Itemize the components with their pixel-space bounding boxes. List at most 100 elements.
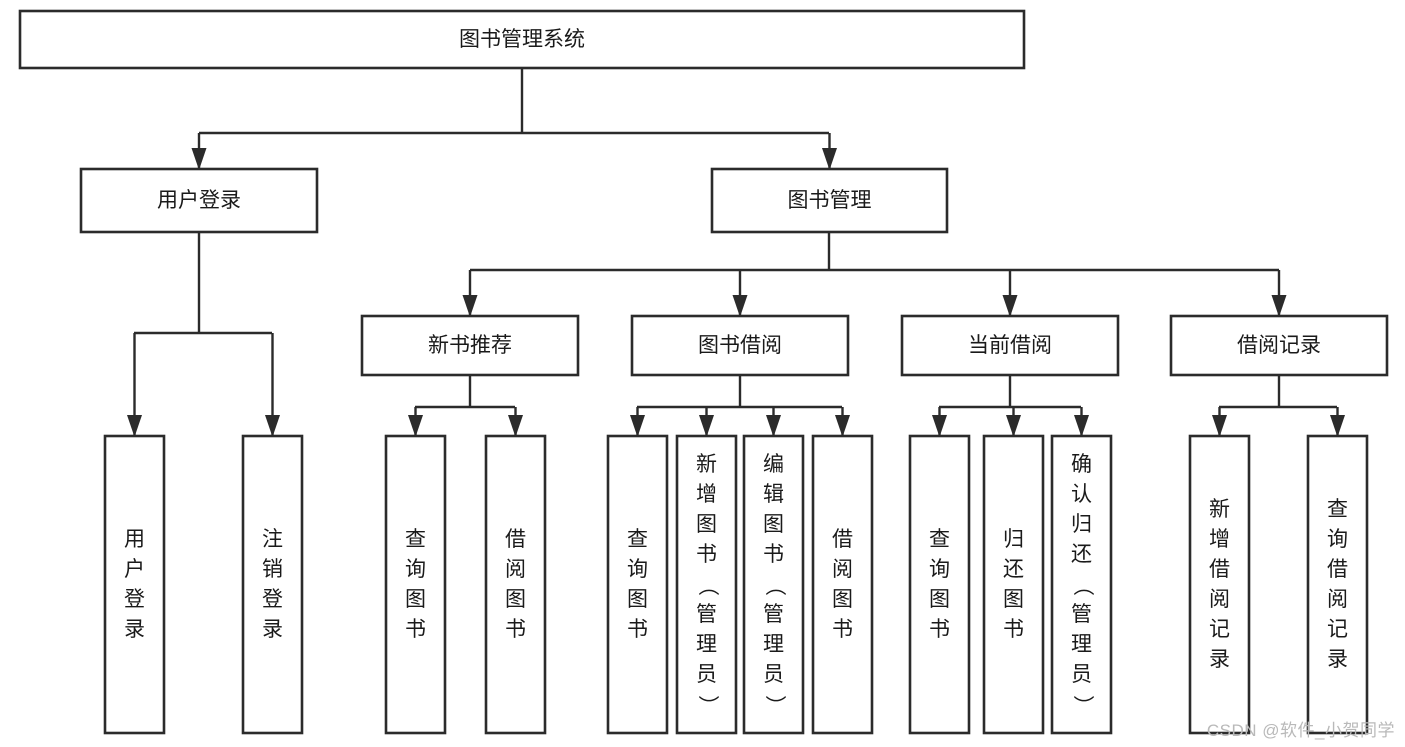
node-borrow_record[interactable]: 借阅记录 [1169, 314, 1389, 377]
arrow-head-icon [191, 148, 207, 170]
node-box-leaf_add_record[interactable] [1188, 434, 1251, 735]
node-label-char: 查 [1327, 498, 1348, 521]
node-label-char: 管 [763, 603, 784, 626]
node-label-char: 员 [1071, 663, 1092, 686]
node-label-char: 书 [696, 543, 717, 566]
node-label-char: 阅 [832, 558, 853, 581]
node-leaf_borrow_book_1[interactable]: 借阅图书借阅图书 [484, 434, 547, 735]
node-label-char: 辑 [763, 483, 784, 506]
arrow-head-icon [1271, 295, 1287, 317]
node-box-book_manage[interactable] [710, 167, 949, 234]
connector-group [415, 375, 515, 409]
edge-book_borrow-to-leaf_add_book [699, 407, 714, 437]
node-leaf_add_record[interactable]: 新增借阅记录新增借阅记录 [1188, 434, 1251, 735]
node-label-char: 图 [929, 588, 950, 611]
node-box-leaf_logout[interactable] [241, 434, 304, 735]
node-box-leaf_confirm_return[interactable] [1050, 434, 1113, 735]
node-leaf_query_book_2[interactable]: 查询图书查询图书 [606, 434, 669, 735]
node-label-char: 录 [1327, 648, 1348, 671]
arrow-head-icon [766, 415, 781, 437]
node-box-leaf_edit_book[interactable] [742, 434, 805, 735]
node-label-char: 增 [1209, 528, 1230, 551]
node-label-char: 理 [696, 633, 717, 656]
arrow-head-icon [408, 415, 423, 437]
node-label-char: 书 [405, 618, 426, 641]
node-box-leaf_borrow_book_2[interactable] [811, 434, 874, 735]
node-label-char: ） [1071, 695, 1094, 716]
node-label-char: 书 [929, 618, 950, 641]
node-current_borrow[interactable]: 当前借阅 [900, 314, 1120, 377]
node-box-leaf_query_book_1[interactable] [384, 434, 447, 735]
node-book_manage[interactable]: 图书管理 [710, 167, 949, 234]
node-box-current_borrow[interactable] [900, 314, 1120, 377]
node-box-leaf_query_record[interactable] [1306, 434, 1369, 735]
arrow-head-icon [699, 415, 714, 437]
node-box-leaf_query_book_3[interactable] [908, 434, 971, 735]
node-leaf_borrow_book_2[interactable]: 借阅图书借阅图书 [811, 434, 874, 735]
node-label-char: 书 [1003, 618, 1024, 641]
node-label-char: 查 [627, 528, 648, 551]
arrow-head-icon [732, 295, 748, 317]
arrow-head-icon [932, 415, 947, 437]
node-box-leaf_return_book[interactable] [982, 434, 1045, 735]
node-book_borrow[interactable]: 图书借阅 [630, 314, 850, 377]
arrow-head-icon [1006, 415, 1021, 437]
arrow-head-icon [1212, 415, 1227, 437]
node-box-borrow_record[interactable] [1169, 314, 1389, 377]
node-label-char: 员 [696, 663, 717, 686]
node-box-new_book_rec[interactable] [360, 314, 580, 377]
node-label-char: 员 [763, 663, 784, 686]
node-label-char: 录 [262, 618, 283, 641]
edge-user_login-to-leaf_logout [265, 333, 280, 437]
node-label-char: 借 [505, 528, 526, 551]
node-box-user_login[interactable] [79, 167, 319, 234]
node-leaf_query_record[interactable]: 查询借阅记录查询借阅记录 [1306, 434, 1369, 735]
node-label-char: 归 [1071, 513, 1092, 536]
node-leaf_user_login[interactable]: 用户登录用户登录 [103, 434, 166, 735]
node-label-char: 借 [832, 528, 853, 551]
arrow-head-icon [1074, 415, 1089, 437]
node-label-user_login: 用户登录 [157, 189, 241, 212]
node-label-char: 查 [405, 528, 426, 551]
node-label-char: 还 [1071, 543, 1092, 566]
node-root[interactable]: 图书管理系统 [18, 9, 1026, 70]
node-box-leaf_borrow_book_1[interactable] [484, 434, 547, 735]
edge-book_manage-to-current_borrow [1002, 270, 1018, 317]
node-leaf_return_book[interactable]: 归还图书归还图书 [982, 434, 1045, 735]
node-label-char: 询 [1327, 528, 1348, 551]
node-box-leaf_query_book_2[interactable] [606, 434, 669, 735]
arrow-head-icon [835, 415, 850, 437]
node-box-book_borrow[interactable] [630, 314, 850, 377]
node-label-book_borrow: 图书借阅 [698, 334, 782, 357]
node-label-char: 图 [405, 588, 426, 611]
node-box-leaf_user_login[interactable] [103, 434, 166, 735]
edge-book_manage-to-book_borrow [732, 270, 748, 317]
node-label-char: 用 [124, 528, 145, 551]
node-user_login[interactable]: 用户登录 [79, 167, 319, 234]
node-layer: 图书管理系统用户登录图书管理新书推荐图书借阅当前借阅借阅记录用户登录用户登录注销… [18, 9, 1389, 735]
node-label-char: 登 [124, 588, 145, 611]
node-label-char: 记 [1209, 618, 1230, 641]
edge-current_borrow-to-leaf_return_book [1006, 407, 1021, 437]
node-box-root[interactable] [18, 9, 1026, 70]
node-new_book_rec[interactable]: 新书推荐 [360, 314, 580, 377]
node-label-char: 录 [1209, 648, 1230, 671]
node-label-char: 户 [124, 558, 145, 581]
node-leaf_query_book_3[interactable]: 查询图书查询图书 [908, 434, 971, 735]
edge-new_book_rec-to-leaf_borrow_book_1 [508, 407, 523, 437]
node-box-leaf_add_book[interactable] [675, 434, 738, 735]
node-label-char: ） [696, 695, 719, 716]
node-leaf_query_book_1[interactable]: 查询图书查询图书 [384, 434, 447, 735]
node-leaf_logout[interactable]: 注销登录注销登录 [241, 434, 304, 735]
node-label-char: 确 [1071, 453, 1092, 476]
connector-group [1219, 375, 1337, 409]
connector-group [637, 375, 842, 409]
node-label-char: ） [763, 695, 786, 716]
node-label-char: 阅 [505, 558, 526, 581]
node-label-current_borrow: 当前借阅 [968, 334, 1052, 357]
edge-user_login-to-leaf_user_login [127, 333, 142, 437]
